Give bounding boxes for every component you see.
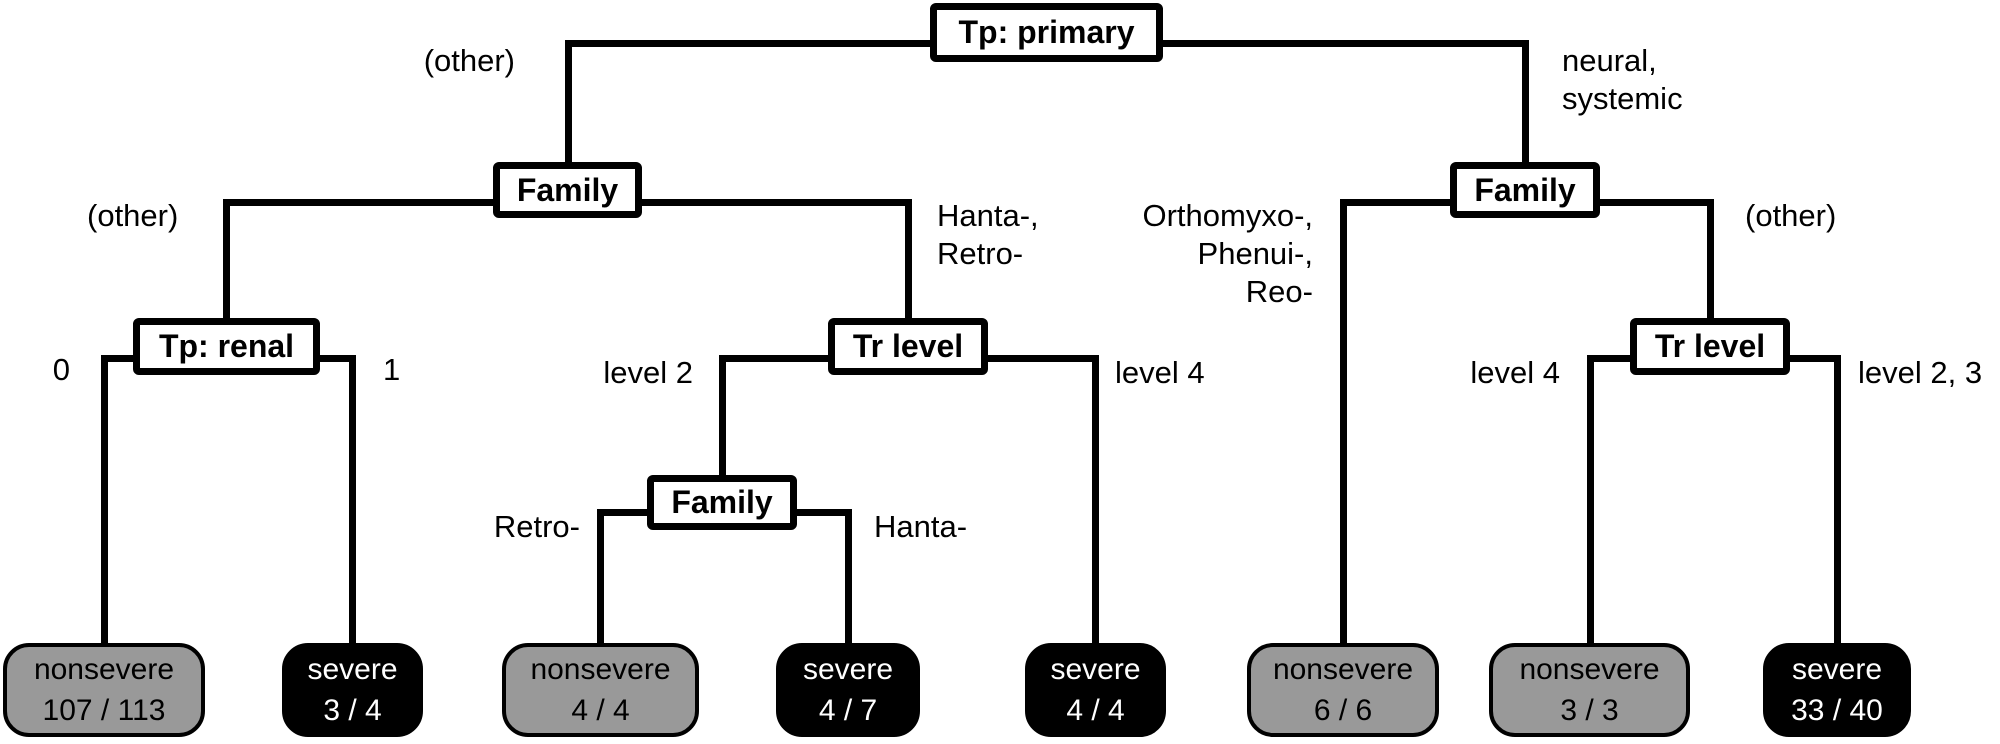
edge-label-family-right-left: Orthomyxo-, Phenui-, Reo-: [1142, 198, 1313, 309]
leaf-label: nonsevere: [1519, 653, 1660, 686]
edge-family-right-right-horizontal: [1600, 199, 1714, 206]
edge-tp-renal-right-vertical: [349, 355, 356, 643]
leaf-count: 4 / 7: [818, 694, 878, 727]
edge-tp-renal-left-vertical: [101, 355, 108, 643]
leaf-nonsevere-3-3: nonsevere 3 / 3: [1489, 643, 1690, 737]
edge-tp-renal-left-horizontal: [101, 355, 133, 362]
edge-tr-level-right-left-horizontal: [1587, 355, 1630, 362]
leaf-count: 3 / 4: [323, 694, 382, 727]
leaf-label: severe: [1050, 653, 1141, 686]
node-family-left-label: Family: [516, 171, 619, 208]
leaf-nonsevere-6-6: nonsevere 6 / 6: [1247, 643, 1439, 737]
edge-label-tp-renal-right: 1: [383, 352, 401, 387]
leaf-nonsevere-107-113: nonsevere 107 / 113: [3, 643, 205, 737]
leaf-count: 4 / 4: [571, 694, 630, 727]
edge-root-right-horizontal: [1163, 40, 1529, 47]
leaf-label: nonsevere: [33, 653, 175, 686]
edge-tr-level-left-left-horizontal: [719, 355, 828, 362]
node-tp-renal: Tp: renal: [133, 318, 320, 375]
leaf-count: 6 / 6: [1313, 694, 1373, 727]
edge-label-tr-level-right-right: level 2, 3: [1858, 355, 1983, 390]
edge-tr-level-left-right-horizontal: [988, 355, 1099, 362]
edge-label-family-mid-right: Hanta-: [874, 509, 968, 544]
leaf-severe-33-40: severe 33 / 40: [1763, 643, 1911, 737]
leaf-count: 107 / 113: [42, 694, 166, 727]
edge-label-root-left: (other): [423, 43, 515, 78]
node-tr-level-left-label: Tr level: [852, 328, 964, 364]
leaf-count: 33 / 40: [1791, 694, 1883, 727]
node-tp-renal-label: Tp: renal: [158, 328, 295, 364]
node-tp-primary-label: Tp: primary: [958, 14, 1135, 50]
edge-label-family-right-right: (other): [1745, 198, 1837, 233]
node-family-right: Family: [1450, 162, 1600, 218]
edge-label-root-right: neural, systemic: [1562, 43, 1683, 116]
edge-family-right-left-horizontal: [1340, 199, 1450, 206]
edge-label-family-left-left: (other): [87, 198, 179, 233]
node-tr-level-right: Tr level: [1630, 318, 1790, 375]
node-tr-level-left: Tr level: [828, 318, 988, 375]
edge-tr-level-right-right-vertical: [1834, 355, 1841, 643]
leaf-label: severe: [307, 653, 398, 686]
leaf-nonsevere-4-4: nonsevere 4 / 4: [502, 643, 699, 737]
edge-tr-level-right-right-horizontal: [1790, 355, 1841, 362]
edge-label-family-mid-left: Retro-: [493, 509, 580, 544]
node-tr-level-right-label: Tr level: [1654, 328, 1766, 364]
edge-family-mid-left-vertical: [597, 509, 604, 643]
edge-tr-level-left-right-vertical: [1092, 355, 1099, 643]
edge-label-family-left-right: Hanta-, Retro-: [937, 198, 1039, 271]
edge-label-tp-renal-left: 0: [52, 352, 70, 387]
node-family-left: Family: [493, 162, 642, 218]
edge-family-right-right-vertical: [1707, 199, 1714, 318]
node-family-mid: Family: [647, 475, 797, 530]
edge-family-mid-right-horizontal: [797, 509, 852, 516]
edge-family-left-left-vertical: [223, 199, 230, 318]
leaf-count: 4 / 4: [1066, 694, 1125, 727]
leaf-label: nonsevere: [1272, 653, 1414, 686]
edge-family-left-left-horizontal: [223, 199, 493, 206]
leaf-count: 3 / 3: [1560, 694, 1619, 727]
node-family-mid-label: Family: [671, 484, 773, 520]
edge-label-tr-level-left-right: level 4: [1115, 355, 1205, 390]
edge-root-right-vertical: [1522, 40, 1529, 162]
leaf-label: severe: [1791, 653, 1883, 686]
edge-family-left-right-vertical: [905, 199, 912, 318]
edge-tp-renal-right-horizontal: [320, 355, 356, 362]
edge-root-left-horizontal: [565, 40, 930, 47]
edge-label-tr-level-left-left: level 2: [603, 355, 693, 390]
edge-family-right-left-vertical: [1340, 199, 1347, 643]
leaf-label: nonsevere: [530, 653, 671, 686]
edge-family-left-right-horizontal: [642, 199, 912, 206]
edge-family-mid-right-vertical: [845, 509, 852, 643]
edge-family-mid-left-horizontal: [597, 509, 647, 516]
leaf-severe-4-7: severe 4 / 7: [776, 643, 920, 737]
node-family-right-label: Family: [1474, 171, 1576, 208]
node-tp-primary: Tp: primary: [930, 3, 1163, 62]
edge-label-tr-level-right-left: level 4: [1470, 355, 1560, 390]
edge-root-left-vertical: [565, 40, 572, 162]
leaf-severe-3-4: severe 3 / 4: [282, 643, 423, 737]
leaf-label: severe: [802, 653, 894, 686]
edge-tr-level-right-left-vertical: [1587, 355, 1594, 643]
edge-tr-level-left-left-vertical: [719, 355, 726, 475]
leaf-severe-4-4: severe 4 / 4: [1025, 643, 1166, 737]
